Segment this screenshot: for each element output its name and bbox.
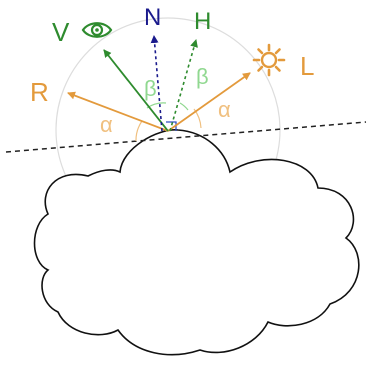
light-label: L (300, 51, 314, 81)
eye-icon (81, 22, 113, 38)
light-arrow (167, 72, 251, 132)
view-label: V (52, 17, 70, 47)
reflect-label: R (30, 77, 49, 107)
alpha-left-label: α (100, 112, 113, 137)
half-vector-arrow (169, 39, 198, 132)
view-arrow (103, 49, 169, 132)
reflect-arrow (67, 91, 169, 132)
alpha-left-arc (135, 120, 143, 142)
surface-cloud (33, 129, 360, 356)
beta-right-arc (179, 102, 189, 111)
normal-label: N (144, 4, 161, 31)
beta-left-label: β (144, 76, 157, 101)
alpha-right-arc (193, 108, 202, 129)
beta-right-label: β (196, 64, 209, 89)
beta-left-arc (146, 102, 167, 109)
tangent-line (5, 121, 367, 153)
half-vector-label: H (194, 8, 211, 35)
right-angle-marker (166, 121, 177, 131)
sun-icon (252, 43, 286, 77)
normal-arrow (150, 35, 163, 132)
alpha-right-label: α (218, 97, 231, 122)
